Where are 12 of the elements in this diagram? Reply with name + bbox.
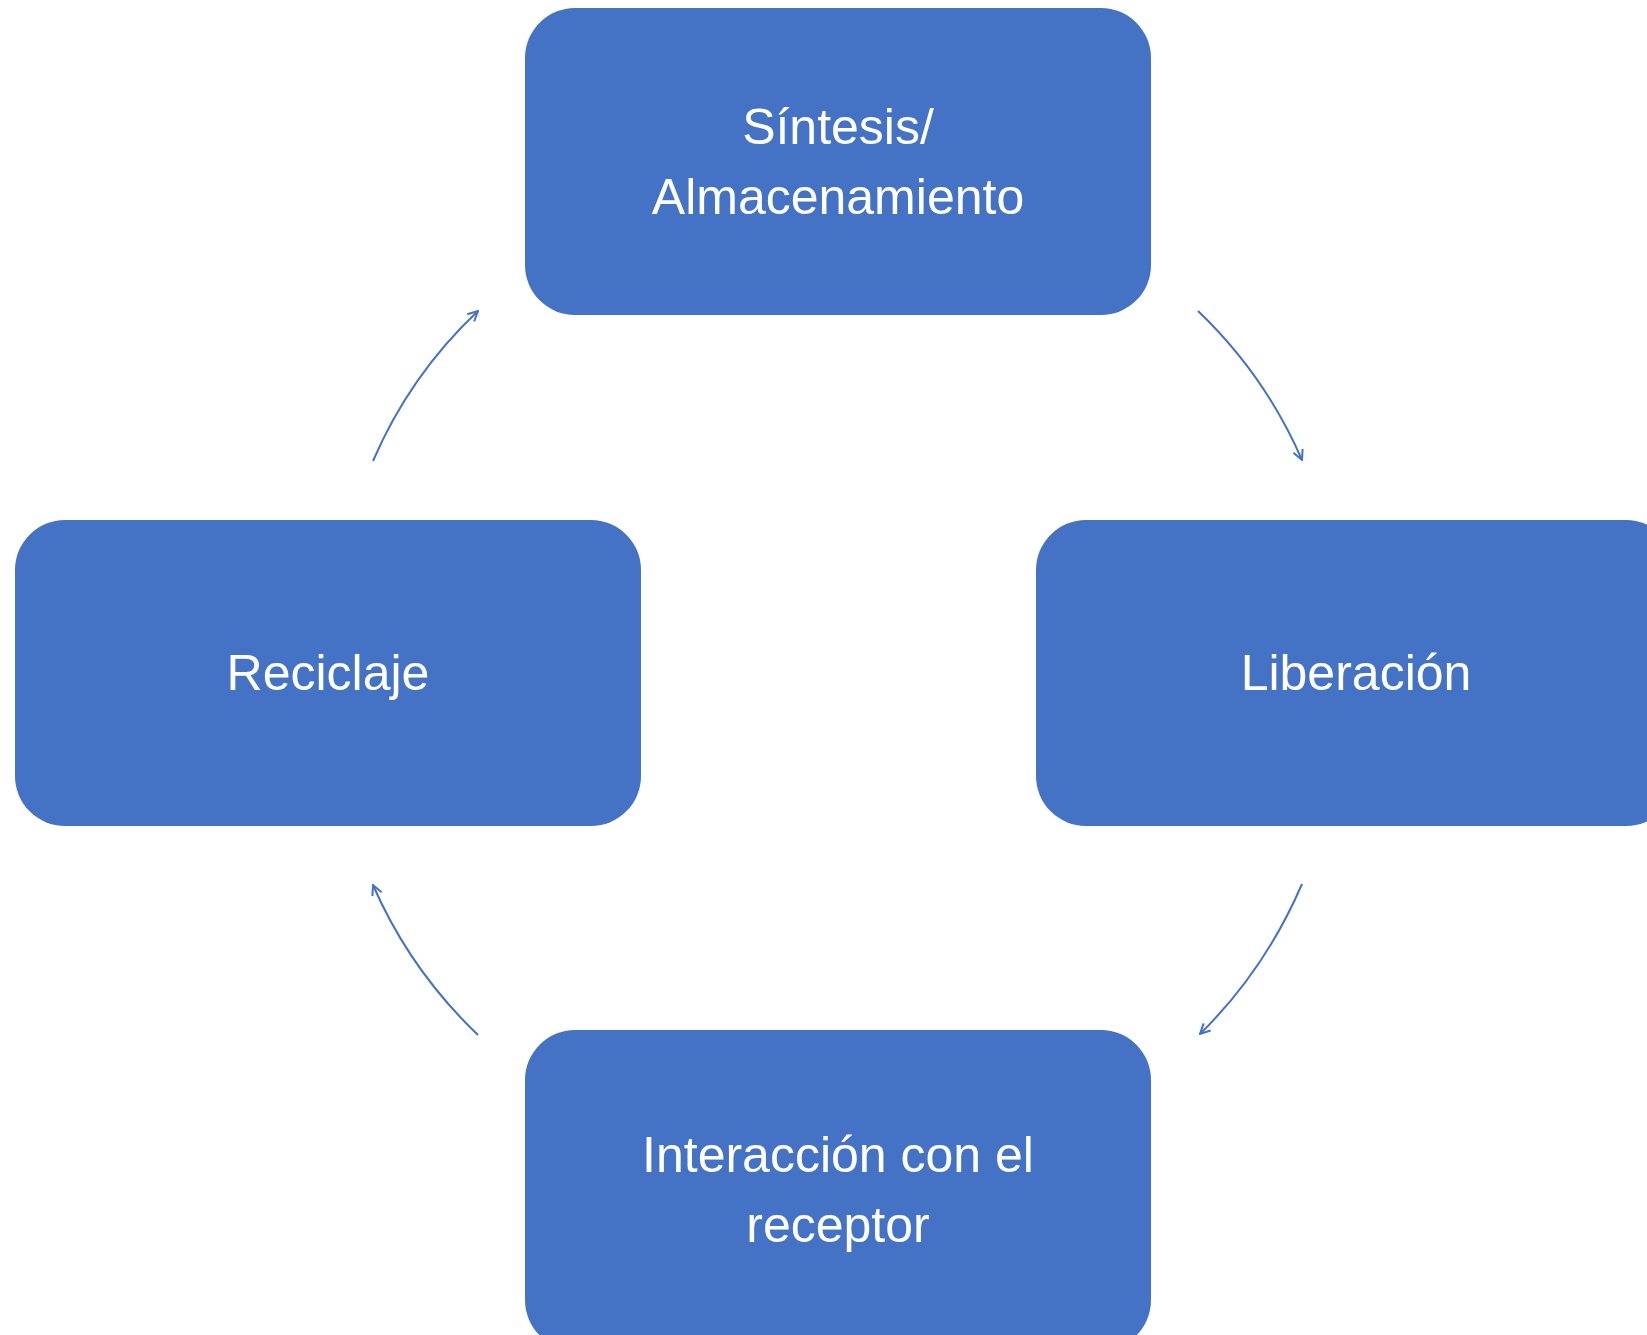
curved-arrow (1199, 883, 1303, 1035)
curved-arrow (1197, 310, 1304, 461)
curved-arrow (372, 310, 479, 462)
box-label: Liberación (1240, 644, 1472, 703)
curved-arrow (371, 884, 479, 1036)
process-box (15, 520, 641, 826)
box-label: Reciclaje (226, 644, 430, 703)
process-box (525, 1030, 1151, 1335)
box-label: Interacción con el receptor (641, 1126, 1035, 1255)
process-box (525, 8, 1151, 315)
process-box (1036, 520, 1647, 826)
box-label: Síntesis/ Almacenamiento (650, 97, 1026, 227)
